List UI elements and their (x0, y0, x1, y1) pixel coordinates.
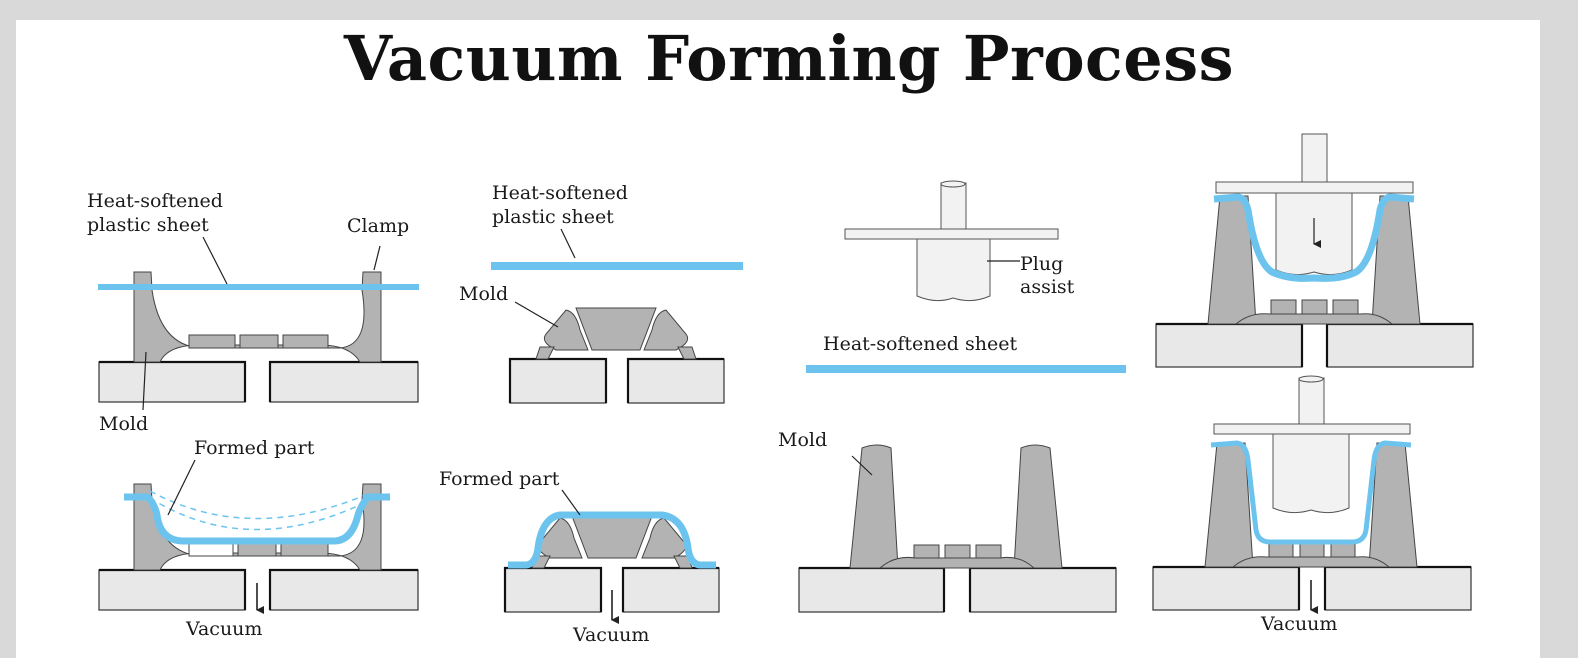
base-block (269, 569, 419, 611)
mold-block (1330, 542, 1356, 558)
mold-block (188, 542, 234, 557)
formed-part (508, 511, 716, 569)
mold-block (1301, 299, 1328, 315)
panel-1-before: Heat-softened plastic sheet Clamp Mold (87, 190, 419, 435)
label-mold: Mold (99, 413, 148, 435)
label-mold: Mold (778, 429, 827, 451)
heat-softened-sheet (491, 262, 743, 270)
base-block (269, 361, 419, 403)
mold-block (913, 544, 940, 559)
mold-segment (643, 309, 689, 351)
base-block (509, 358, 607, 404)
panel-2-before: Heat-softened plastic sheet Mold (459, 182, 743, 404)
mold-segment (543, 309, 589, 351)
mold-block (237, 542, 277, 557)
mold-block (1270, 299, 1297, 315)
heat-softened-sheet (806, 365, 1126, 373)
mold-block (1268, 542, 1294, 558)
mold-block (188, 334, 236, 349)
base-block (1326, 323, 1474, 368)
panel-1-formed: Formed part Vacuum (98, 437, 419, 640)
mold-block (1299, 542, 1325, 558)
label-plastic-sheet: plastic sheet (87, 214, 209, 236)
label-plastic-sheet: plastic sheet (492, 206, 614, 228)
label-mold: Mold (459, 283, 508, 305)
mold-block (239, 334, 279, 349)
base-block (98, 569, 246, 611)
plug-rod (1298, 377, 1325, 425)
mold-block (280, 542, 329, 557)
formed-part (124, 493, 390, 545)
plug-assist (916, 238, 991, 302)
mold (849, 444, 899, 569)
base-block (622, 567, 720, 613)
label-clamp: Clamp (347, 215, 409, 237)
formed-part (1213, 193, 1415, 282)
mold-block (944, 544, 971, 559)
mold-block (1332, 299, 1359, 315)
label-vacuum: Vacuum (185, 618, 262, 640)
heat-softened-sheet (98, 284, 419, 290)
panel-2-formed: Formed part Vacuum (439, 468, 720, 646)
plug-plate (1213, 423, 1411, 435)
label-vacuum: Vacuum (572, 624, 649, 646)
label-formed-part: Formed part (194, 437, 315, 459)
base-block (627, 358, 725, 404)
plug-plate (844, 228, 1059, 240)
label-plug: Plug (1020, 253, 1063, 275)
mold-segment (571, 515, 653, 559)
panel-3-plug-assist: Plug assist Heat-softened sheet Mold (778, 180, 1126, 613)
base-block (1155, 323, 1303, 368)
label-assist: assist (1020, 276, 1075, 298)
mold (133, 483, 382, 571)
panel-4-plug-down (1155, 133, 1474, 368)
base-block (98, 361, 246, 403)
plug-assist (1272, 433, 1350, 514)
page-title: Vacuum Forming Process (343, 22, 1235, 95)
base-block (1324, 566, 1472, 611)
base-block (504, 567, 602, 613)
mold (1013, 444, 1063, 569)
base-block (1152, 566, 1300, 611)
label-heat-softened: Heat-softened (87, 190, 223, 212)
plug-rod (940, 182, 967, 230)
label-heat-softened: Heat-softened (492, 182, 628, 204)
formed-part (1210, 440, 1412, 545)
label-vacuum: Vacuum (1260, 613, 1337, 635)
plug-rod (1301, 133, 1328, 183)
mold-block (282, 334, 329, 349)
mold-segment (575, 307, 657, 351)
plug-plate (1215, 181, 1414, 194)
base-block (969, 567, 1117, 613)
base-block (798, 567, 945, 613)
label-heat-softened-sheet: Heat-softened sheet (823, 333, 1017, 355)
mold-block (975, 544, 1002, 559)
panel-4-formed: Vacuum (1152, 375, 1472, 635)
label-formed-part: Formed part (439, 468, 560, 490)
